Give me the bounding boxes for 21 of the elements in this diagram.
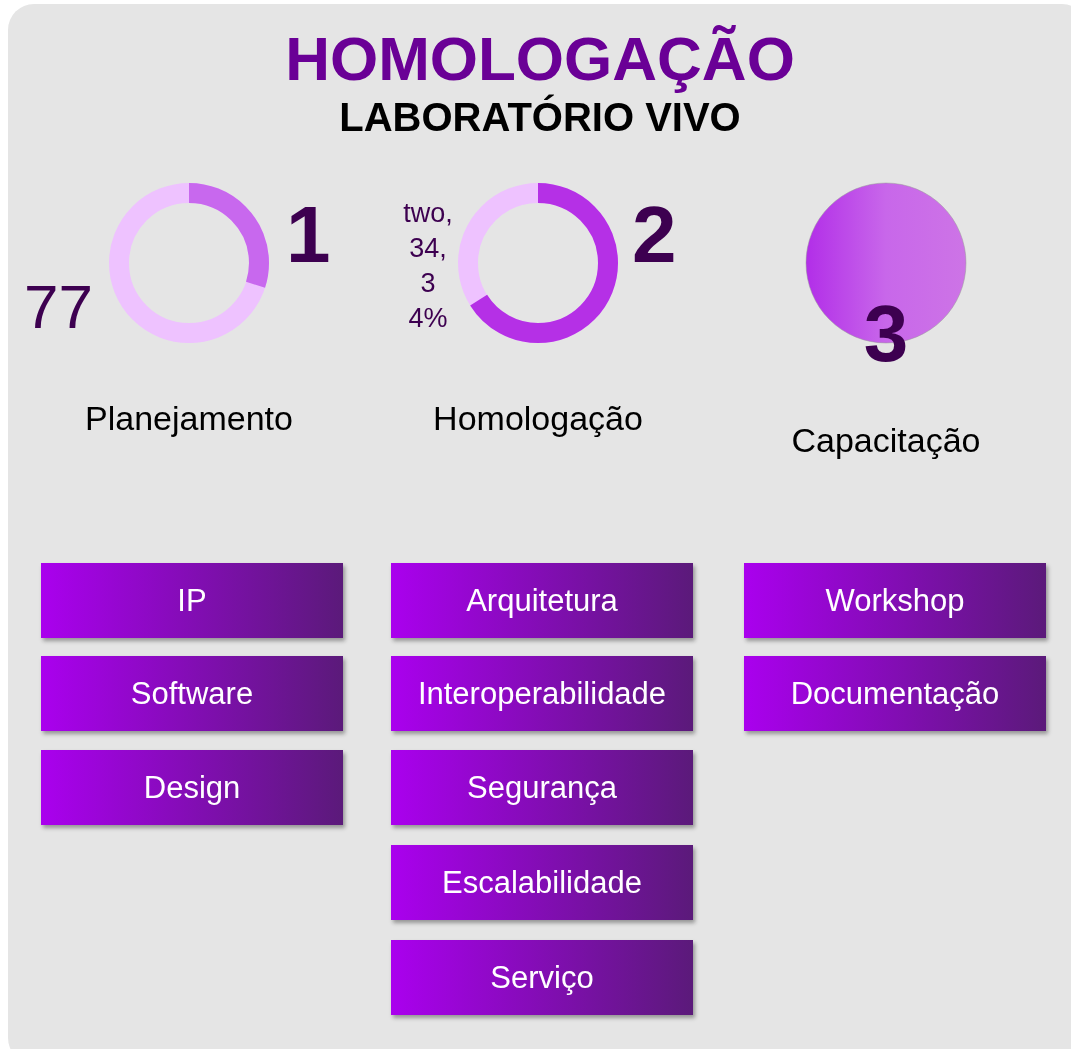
value-label: 77	[24, 272, 94, 342]
subtitle: LABORATÓRIO VIVO	[338, 94, 742, 140]
category-box: Serviço	[391, 940, 693, 1015]
donut-ring	[457, 182, 619, 344]
category-box: Documentação	[744, 656, 1046, 731]
category-box: Design	[41, 750, 343, 825]
category-box: Interoperabilidade	[391, 656, 693, 731]
category-box: Arquitetura	[391, 563, 693, 638]
title: HOMOLOGAÇÃO	[284, 24, 796, 94]
number-label: 2	[632, 195, 677, 275]
category-box: Segurança	[391, 750, 693, 825]
column-heading: Capacitação	[790, 420, 982, 460]
value-label: two,34,34%	[403, 197, 453, 335]
donut-ring	[108, 182, 270, 344]
category-box: Software	[41, 656, 343, 731]
category-box: IP	[41, 563, 343, 638]
number-label: 1	[286, 195, 331, 275]
column-heading: Homologação	[432, 398, 644, 438]
column-heading: Planejamento	[84, 398, 294, 438]
category-box: Workshop	[744, 563, 1046, 638]
category-box: Escalabilidade	[391, 845, 693, 920]
